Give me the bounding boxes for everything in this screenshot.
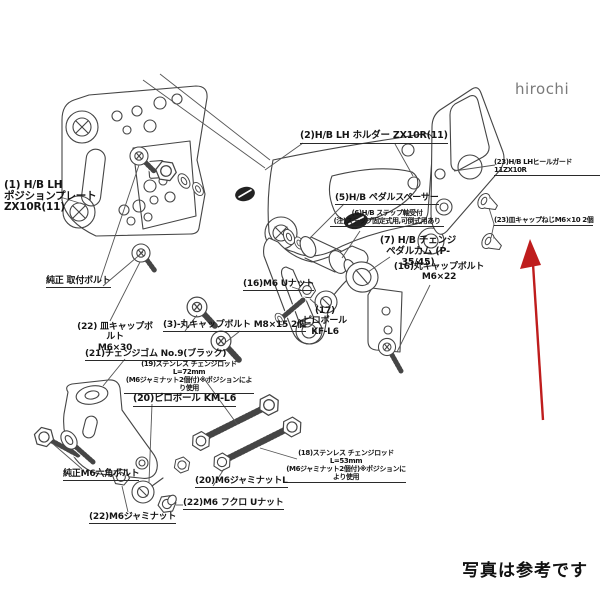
label-pillow-ball-km: (20)ピロボール KM-L6 <box>133 393 236 407</box>
watermark-text: hirochi <box>515 80 570 98</box>
round-cap-bolt-m6x22-part <box>377 337 405 375</box>
leader-lines <box>51 73 496 513</box>
heel-guard-part <box>430 87 505 235</box>
label-change-rod-72: (19)ステンレス チェンジロッド L=72mm (M6ジャミナット2個付)※ポ… <box>124 360 254 395</box>
label-m6-cap-u-nut: (22)M6 フクロ Uナット <box>183 498 284 511</box>
label-change-pedal-cam: (7) H/B チェンジ ペダルカム (P-35/45) <box>379 235 457 268</box>
round-cap-bolts-m8x15-part <box>186 296 244 365</box>
label-flat-cap-screw: (23)皿キャップねじM6×10 2個 <box>494 216 594 227</box>
label-heel-guard: (23)H/B LHヒールガード 11ZX10R <box>494 158 600 177</box>
label-position-plate: (1) H/B LH ポジションプレート ZX10R(11) <box>4 179 97 214</box>
change-cam-plate-part <box>31 379 158 479</box>
red-arrow <box>520 239 545 421</box>
pillow-ball-km-part <box>110 455 193 514</box>
label-m6-jam-nut: (22)M6ジャミナット <box>89 512 176 525</box>
change-pedal-cam-part <box>345 261 403 353</box>
label-pillow-ball-kf: (17) ピロボール KF-L6 <box>302 306 347 337</box>
label-flat-cap-bolt-m6x30: (22) 皿キャップボルト M6×30 <box>77 322 153 353</box>
label-m6-jam-nut-l: (20)M6ジャミナットL <box>195 476 288 489</box>
change-rod-72-part <box>188 391 283 454</box>
stock-mount-bolts-part <box>129 146 207 275</box>
label-round-cap-bolt-m8x15: (3)-丸キャップボルト M8×15 2個 <box>163 320 306 333</box>
change-rod-53-part <box>209 414 306 474</box>
reference-photo-note: 写真は参考です <box>462 561 588 581</box>
label-holder: (2)H/B LH ホルダー ZX10R(11) <box>300 130 448 144</box>
label-round-cap-bolt-m6x22: (16)丸キャップボルト M6×22 <box>393 262 485 283</box>
label-m6-u-nut: (16)M6 Uナット <box>243 279 314 292</box>
label-stock-m6-hex-bolt: 純正M6六角ボルト <box>63 469 140 482</box>
label-stock-mount-bolt: 純正 取付ボルト <box>46 276 111 289</box>
label-change-rubber: (21)チェンジゴム No.9(ブラック) <box>85 349 227 362</box>
label-pedal-spacer: (5)H/B ペダルスペーサー <box>335 193 439 206</box>
label-change-rod-53: (18)ステンレス チェンジロッド L=53mm (M6ジャミナット2個付)※ポ… <box>286 449 406 484</box>
pillow-ball-kf-part <box>272 281 338 327</box>
label-step-bearing: (6)H/B ステップ軸受付 (注)ステップ固定式用,可倒式用あり <box>330 209 444 228</box>
brand-logo-mark <box>235 186 368 230</box>
